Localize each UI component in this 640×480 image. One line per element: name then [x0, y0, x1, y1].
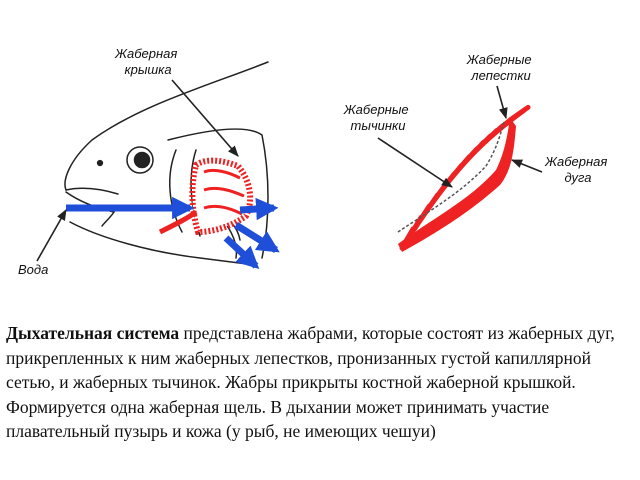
gill-filament [507, 104, 531, 123]
water-flow-arrow [234, 222, 280, 253]
caption-bold: Дыхательная система [6, 323, 180, 343]
caption-text: представлена жабрами, которые состоят из… [6, 323, 615, 441]
pointer-lines [36, 79, 543, 262]
fish-head-outline [64, 61, 269, 266]
label-water: Вода [18, 262, 48, 277]
label-filaments: Жаберные лепестки [466, 52, 536, 83]
fish-gill [158, 157, 254, 236]
water-flow-arrows [66, 196, 280, 270]
water-flow-arrow [239, 197, 279, 221]
caption: Дыхательная система представлена жабрами… [6, 321, 638, 444]
water-flow-arrow [223, 235, 260, 270]
label-operculum: Жаберная крышка [114, 46, 181, 77]
label-arch: Жаберная дуга [544, 154, 611, 185]
label-rakers: Жаберные тычинки [343, 102, 413, 133]
gill-arch-drawing [397, 104, 531, 252]
gill-diagram: Жаберная крышка Жаберные лепестки Жаберн… [18, 46, 611, 277]
